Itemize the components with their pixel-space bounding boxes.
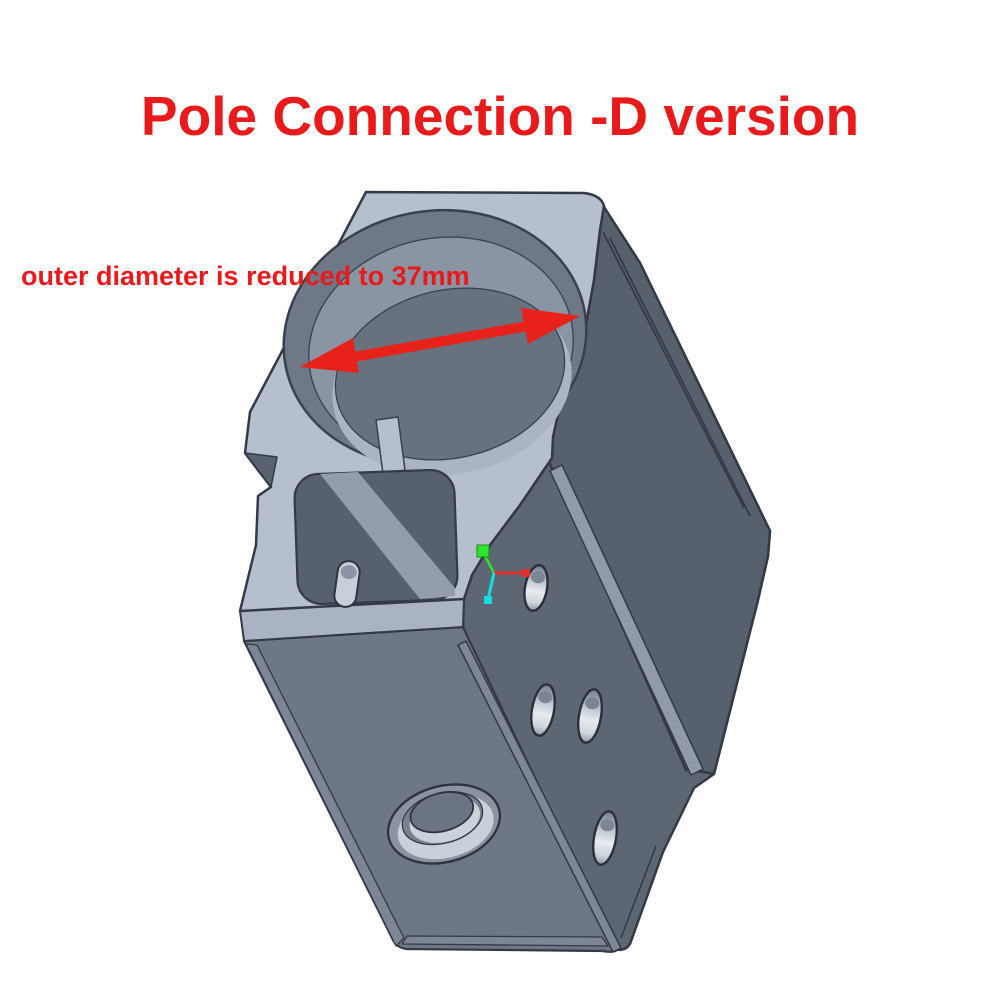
edge-ridge-line xyxy=(602,231,745,509)
rectangular-pocket xyxy=(293,468,459,608)
mounting-holes xyxy=(523,564,619,866)
dimension-arrowhead-right xyxy=(521,308,580,344)
y-axis-handle xyxy=(476,544,490,558)
pocket-inner-wall-highlight xyxy=(320,472,455,599)
bottom-right-chamfer-line xyxy=(620,845,657,939)
diameter-annotation: outer diameter is reduced to 37mm xyxy=(21,261,470,291)
dimension-arrow-shaft xyxy=(347,321,529,363)
mounting-hole xyxy=(576,688,604,744)
mounting-hole xyxy=(523,564,549,612)
z-axis-handle xyxy=(484,596,492,604)
mounting-hole xyxy=(591,810,619,866)
front-bottom-chamfer xyxy=(401,935,609,947)
dimension-arrowhead-left xyxy=(300,338,359,373)
part-right-side-faces xyxy=(460,202,772,952)
page-title: Pole Connection -D version xyxy=(140,85,860,147)
mounting-hole xyxy=(530,683,556,737)
z-axis xyxy=(486,572,496,600)
left-notch-face xyxy=(244,452,278,488)
counterbore-hole xyxy=(386,783,502,865)
edge-ridge-line xyxy=(609,237,751,517)
main-bore xyxy=(282,208,588,476)
dimension-arrow xyxy=(300,308,580,373)
front-right-chamfer xyxy=(457,640,622,953)
origin-triad xyxy=(476,544,530,604)
chamfer-stripe xyxy=(549,464,704,776)
front-left-chamfer xyxy=(245,643,405,947)
pocket-slot-hole xyxy=(333,560,361,608)
x-axis-handle xyxy=(522,569,530,577)
